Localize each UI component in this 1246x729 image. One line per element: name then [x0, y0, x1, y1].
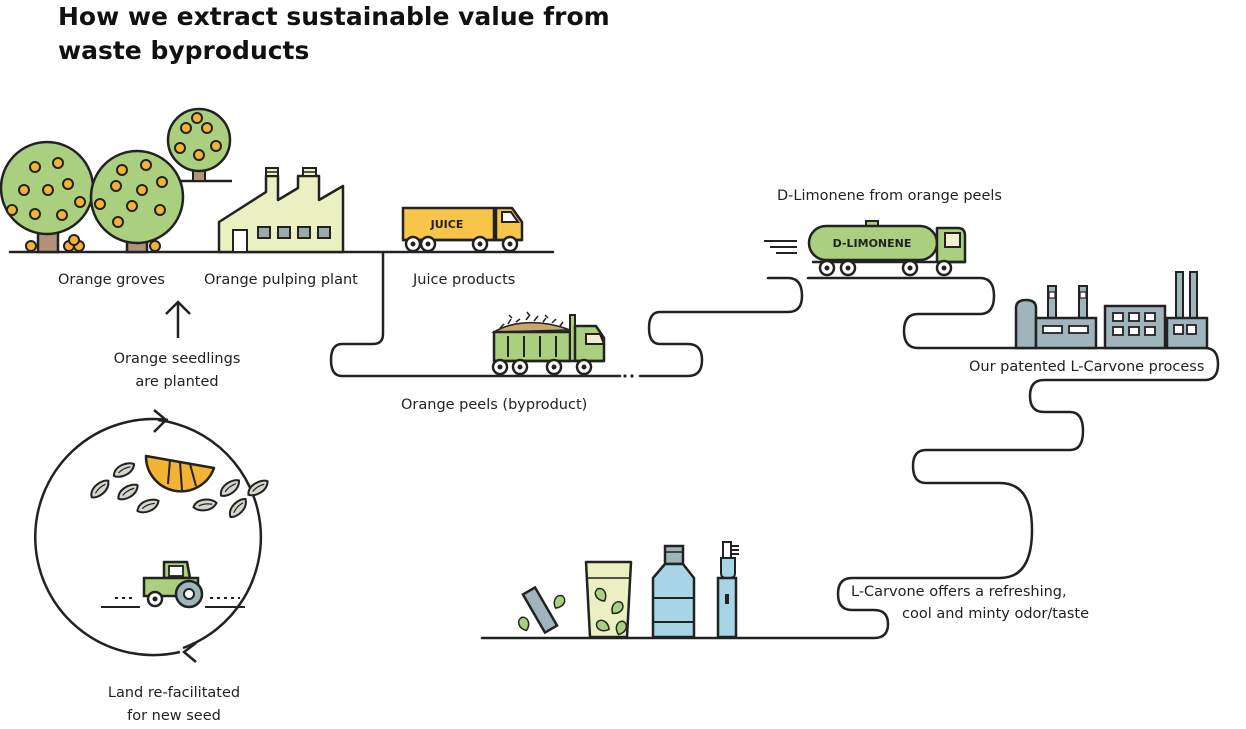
- juice-truck-icon: [401, 206, 524, 253]
- mint-drink-icon: [584, 560, 633, 639]
- label-seedlings-line1: Orange seedlings: [114, 351, 241, 367]
- peel-truck-icon: [491, 311, 606, 376]
- tanker-truck-icon: [764, 220, 967, 277]
- label-land-line1: Land re-facilitated: [108, 685, 240, 701]
- juice-truck-tag: JUICE: [430, 218, 464, 231]
- label-juice-products: Juice products: [412, 272, 515, 288]
- mint-gum-icon: [516, 585, 568, 635]
- cycle-arrows-icon: [34, 409, 263, 663]
- label-seedlings-line2: are planted: [135, 374, 218, 390]
- path-dot: [623, 374, 627, 378]
- label-orange-groves: Orange groves: [58, 272, 165, 288]
- process-path: [638, 276, 804, 378]
- label-orange-peels: Orange peels (byproduct): [401, 397, 587, 413]
- tanker-truck-tag: D-LIMONENE: [833, 237, 912, 250]
- orange-slice-icon: [144, 454, 216, 493]
- label-d-limonene: D-Limonene from orange peels: [777, 188, 1002, 204]
- arrow-up-icon: [165, 300, 191, 338]
- process-path: [480, 276, 1220, 640]
- mouthwash-bottle-icon: [651, 544, 696, 639]
- label-pulping-plant: Orange pulping plant: [204, 272, 358, 288]
- label-offers-line2: cool and minty odor/taste: [902, 606, 1089, 622]
- label-l-carvone-process: Our patented L-Carvone process: [969, 359, 1204, 375]
- page-title: How we extract sustainable value from wa…: [58, 2, 610, 65]
- toothbrush-icon: [716, 541, 739, 639]
- orange-trees-icon: [0, 107, 232, 254]
- label-land-line2: for new seed: [127, 708, 221, 724]
- tractor-icon: [101, 560, 245, 609]
- industrial-plant-icon: [1014, 271, 1209, 350]
- path-dot: [630, 374, 634, 378]
- factory-icon: [217, 167, 345, 254]
- label-offers-line1: L-Carvone offers a refreshing,: [851, 584, 1067, 600]
